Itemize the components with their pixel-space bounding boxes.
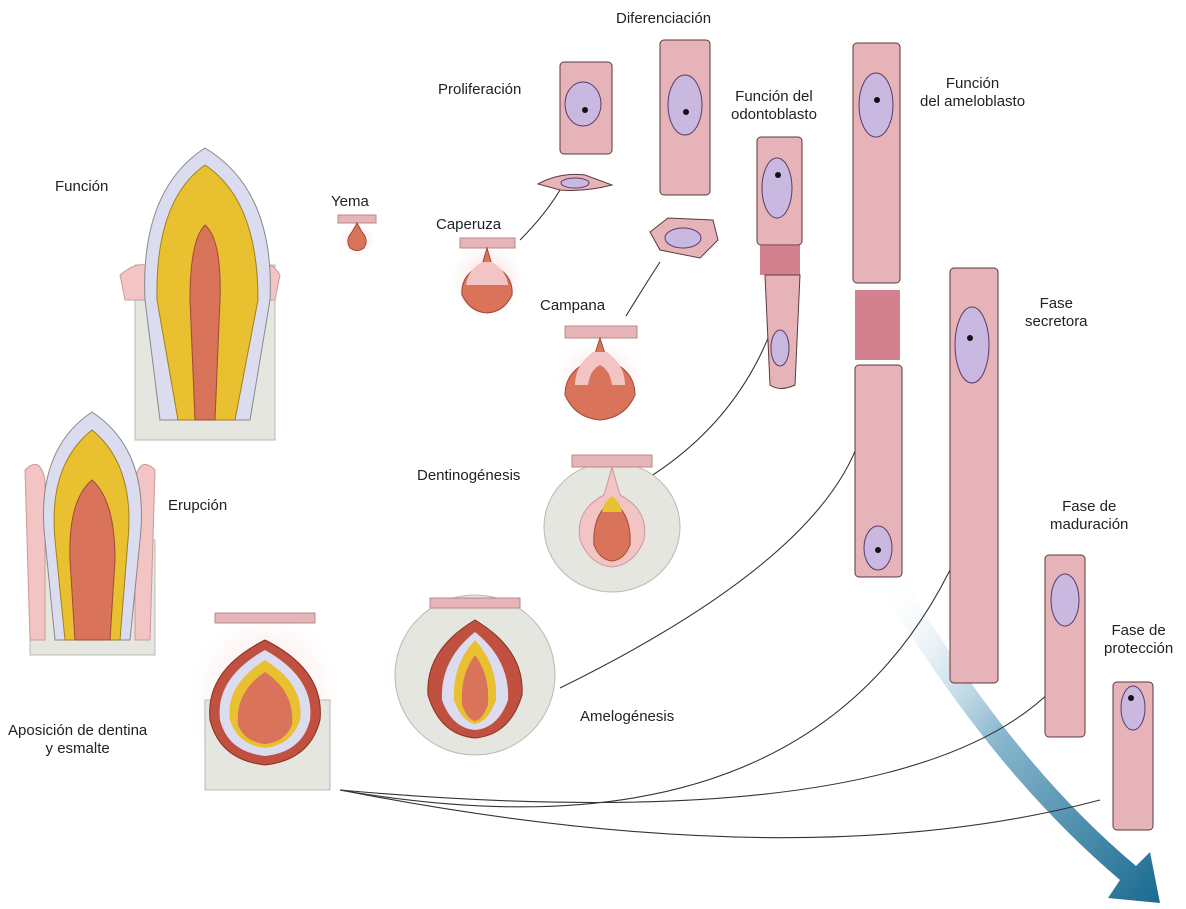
tooth-dentinogenesis [544, 455, 680, 592]
label-fase-proteccion-line2: protección [1104, 640, 1173, 658]
label-aposicion-line1: Aposición de dentina [8, 722, 147, 740]
label-amelogenesis: Amelogénesis [580, 708, 674, 726]
label-fase-secretora-line1: Fase [1025, 295, 1088, 313]
label-campana: Campana [540, 297, 605, 315]
label-aposicion-line2: y esmalte [8, 740, 147, 758]
tooth-caperuza [449, 238, 525, 318]
label-fase-secretora: Fase secretora [1025, 295, 1088, 331]
label-aposicion: Aposición de dentina y esmalte [8, 722, 147, 758]
label-funcion-ameloblasto: Función del ameloblasto [920, 75, 1025, 111]
label-diferenciacion: Diferenciación [616, 10, 711, 28]
label-fase-maduracion: Fase de maduración [1050, 498, 1128, 534]
label-dentinogenesis: Dentinogénesis [417, 467, 520, 485]
label-proliferacion: Proliferación [438, 81, 521, 99]
label-funcion-odontoblasto-line1: Función del [731, 88, 817, 106]
label-funcion: Función [55, 178, 108, 196]
cell-campana [650, 218, 718, 258]
label-caperuza: Caperuza [436, 216, 501, 234]
cell-caperuza [538, 174, 612, 190]
tooth-amelogenesis [395, 595, 555, 755]
cell-diferenciacion [660, 40, 710, 195]
tooth-campana [555, 326, 645, 420]
cell-secretora [950, 268, 998, 683]
tooth-erupcion [25, 412, 155, 655]
label-funcion-odontoblasto-line2: odontoblasto [731, 106, 817, 124]
label-fase-maduracion-line2: maduración [1050, 516, 1128, 534]
label-yema: Yema [331, 193, 369, 211]
label-fase-proteccion-line1: Fase de [1104, 622, 1173, 640]
cell-maduracion [1045, 555, 1085, 737]
label-funcion-ameloblasto-line1: Función [920, 75, 1025, 93]
tooth-aposicion [190, 610, 340, 790]
label-funcion-odontoblasto: Función del odontoblasto [731, 88, 817, 124]
tooth-yema [338, 215, 376, 256]
label-fase-secretora-line2: secretora [1025, 313, 1088, 331]
label-fase-proteccion: Fase de protección [1104, 622, 1173, 658]
tooth-funcion [120, 148, 280, 440]
cell-proteccion [1113, 682, 1153, 830]
cell-ameloblasto [853, 43, 902, 577]
label-erupcion: Erupción [168, 497, 227, 515]
cell-odontoblasto [757, 137, 802, 389]
cell-proliferacion [560, 62, 612, 154]
label-funcion-ameloblasto-line2: del ameloblasto [920, 93, 1025, 111]
label-fase-maduracion-line1: Fase de [1050, 498, 1128, 516]
